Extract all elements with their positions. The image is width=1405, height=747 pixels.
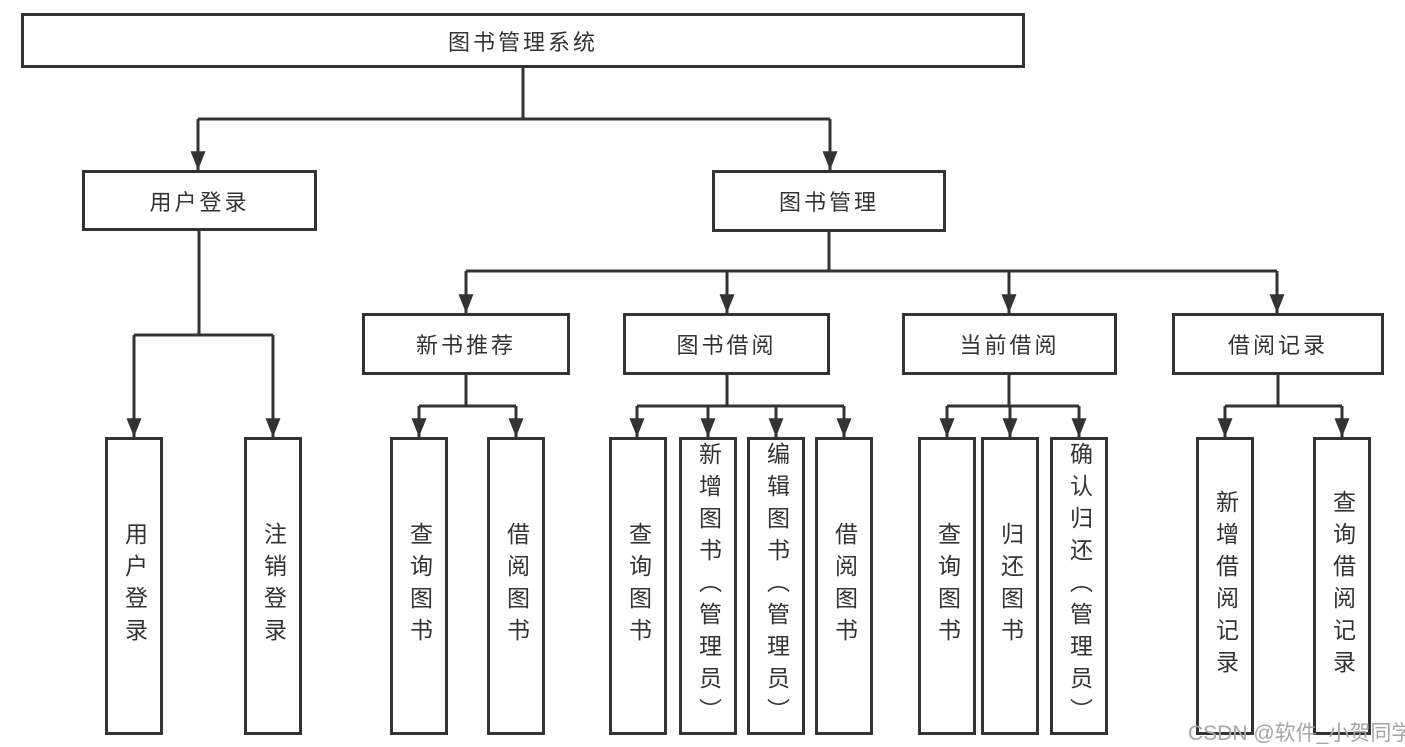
node-book-management-label: 图书管理 <box>778 190 879 215</box>
node-root: 图书管理系统 <box>21 13 1025 68</box>
connector-current-borrow-to-leaves <box>939 375 1087 437</box>
leaf-logout: 注销登录 <box>244 437 302 735</box>
node-current-borrow: 当前借阅 <box>902 313 1117 375</box>
connector-user-login-to-leaves <box>126 231 281 437</box>
node-borrow-records-label: 借阅记录 <box>1227 333 1328 358</box>
leaf-query-borrow-record: 查询借阅记录 <box>1313 437 1371 735</box>
leaf-confirm-return-admin: 确认归还（管理员） <box>1050 437 1108 735</box>
connector-book-borrow-to-leaves <box>629 375 852 437</box>
leaf-borrow-books-label: 借阅图书 <box>831 522 858 650</box>
leaf-return-books-label: 归还图书 <box>997 522 1024 650</box>
leaf-user-login-label: 用户登录 <box>121 522 148 650</box>
connector-root-to-level2 <box>190 68 838 170</box>
connector-borrow-records-to-leaves <box>1217 375 1350 437</box>
leaf-current-query-books-label: 查询图书 <box>934 522 961 650</box>
leaf-recommend-query-books: 查询图书 <box>390 437 448 735</box>
leaf-edit-books-admin-label: 编辑图书（管理员） <box>763 442 790 730</box>
node-borrow-records: 借阅记录 <box>1172 313 1384 375</box>
leaf-borrow-books: 借阅图书 <box>815 437 873 735</box>
leaf-add-borrow-record-label: 新增借阅记录 <box>1212 490 1239 682</box>
leaf-recommend-borrow-books: 借阅图书 <box>487 437 545 735</box>
leaf-query-borrow-record-label: 查询借阅记录 <box>1329 490 1356 682</box>
leaf-recommend-query-books-label: 查询图书 <box>406 522 433 650</box>
leaf-user-login: 用户登录 <box>105 437 163 735</box>
leaf-current-query-books: 查询图书 <box>918 437 976 735</box>
node-current-borrow-label: 当前借阅 <box>959 333 1060 358</box>
leaf-edit-books-admin: 编辑图书（管理员） <box>747 437 805 735</box>
leaf-add-borrow-record: 新增借阅记录 <box>1196 437 1254 735</box>
leaf-confirm-return-admin-label: 确认归还（管理员） <box>1066 442 1093 730</box>
node-book-management: 图书管理 <box>712 170 946 232</box>
watermark: CSDN @软件_小贺同学 <box>1188 722 1405 745</box>
connector-book-management-to-level3 <box>458 232 1285 313</box>
leaf-recommend-borrow-books-label: 借阅图书 <box>503 522 530 650</box>
node-root-label: 图书管理系统 <box>447 29 598 55</box>
node-book-borrow-label: 图书借阅 <box>676 333 777 358</box>
leaf-logout-label: 注销登录 <box>260 522 287 650</box>
leaf-add-books-admin-label: 新增图书（管理员） <box>695 442 722 730</box>
node-new-book-recommend: 新书推荐 <box>362 313 570 375</box>
node-user-login-label: 用户登录 <box>149 189 250 215</box>
node-user-login: 用户登录 <box>82 170 317 231</box>
leaf-return-books: 归还图书 <box>981 437 1039 735</box>
node-new-book-recommend-label: 新书推荐 <box>415 333 516 358</box>
node-book-borrow: 图书借阅 <box>623 313 830 375</box>
leaf-borrow-query-books: 查询图书 <box>609 437 667 735</box>
leaf-borrow-query-books-label: 查询图书 <box>625 522 652 650</box>
leaf-add-books-admin: 新增图书（管理员） <box>679 437 737 735</box>
connector-new-book-recommend-to-leaves <box>411 375 524 437</box>
